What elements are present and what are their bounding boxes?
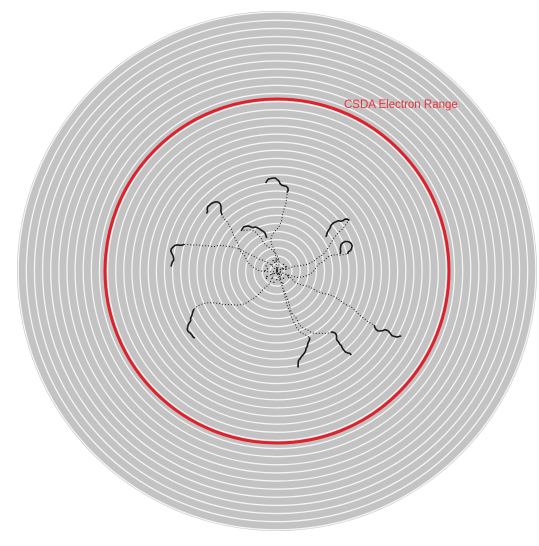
- shell-ring: [147, 141, 407, 401]
- electron-track-end: [265, 177, 290, 194]
- track-origin-dot: [277, 272, 279, 274]
- electron-track-end: [240, 225, 268, 239]
- track-origin-dot: [282, 282, 284, 284]
- track-origin-dot: [264, 269, 266, 272]
- electron-track: [276, 270, 332, 335]
- track-origin-dot: [282, 263, 285, 266]
- electron-track: [221, 214, 278, 273]
- shell-ring: [196, 190, 358, 352]
- track-origin-dot: [270, 274, 272, 276]
- electron-track: [276, 253, 348, 278]
- shell-ring: [245, 239, 309, 303]
- csda-range-circle: [103, 97, 451, 445]
- track-origin-dot: [277, 259, 279, 261]
- electron-track: [276, 270, 375, 326]
- track-origin-dot: [273, 281, 275, 283]
- electron-track: [276, 270, 310, 338]
- electron-track-end: [297, 337, 311, 368]
- track-origin-dot: [282, 268, 284, 270]
- shell-ring: [236, 230, 318, 312]
- electron-track-end: [339, 240, 354, 255]
- shell-ring: [17, 11, 537, 531]
- shell-ring: [98, 92, 456, 450]
- track-origin-dot: [279, 277, 281, 279]
- track-origin-dot: [276, 279, 278, 281]
- shell-ring: [115, 109, 439, 433]
- electron-track-end: [373, 324, 402, 338]
- track-origin-dot: [276, 269, 278, 272]
- shell-ring: [25, 19, 529, 523]
- track-origin-dot: [266, 268, 269, 270]
- shell-ring: [50, 44, 504, 498]
- shell-ring: [188, 182, 366, 360]
- track-origin-dot: [266, 275, 268, 278]
- shell-ring: [253, 247, 301, 295]
- track-origin-dot: [282, 277, 285, 279]
- track-origin-dot: [275, 272, 278, 274]
- shell-ring: [131, 125, 423, 417]
- csda-range-label: CSDA Electron Range: [344, 99, 458, 111]
- shell-ring: [269, 263, 285, 279]
- shell-ring: [82, 76, 472, 466]
- electron-track-end: [205, 200, 223, 216]
- track-origin-dot: [285, 266, 287, 268]
- shell-ring: [171, 165, 383, 377]
- track-origin-dot: [274, 261, 276, 263]
- track-origin-dot: [265, 277, 268, 280]
- shell-ring: [155, 149, 399, 393]
- electron-track-end: [169, 243, 185, 267]
- shell-ring: [220, 214, 334, 328]
- track-origin-dot: [285, 268, 287, 270]
- track-origin-dot: [272, 273, 274, 275]
- track-origin-dot: [276, 267, 278, 270]
- electron-tracks: [169, 177, 402, 368]
- shell-ring: [204, 198, 350, 344]
- track-origin-dot: [272, 259, 274, 262]
- track-origin-dot: [271, 264, 273, 266]
- track-origin-dot: [279, 268, 282, 271]
- electron-track-end: [325, 218, 350, 238]
- shell-ring: [66, 60, 488, 482]
- shell-ring: [74, 68, 480, 474]
- shell-ring: [58, 52, 496, 490]
- shell-ring: [33, 27, 521, 515]
- track-origin-dot: [279, 275, 281, 278]
- shell-ring: [90, 84, 464, 458]
- shell-ring: [180, 174, 374, 368]
- electron-track-end: [330, 331, 352, 356]
- shell-ring: [41, 35, 513, 507]
- track-origin-dot: [278, 273, 280, 276]
- track-origin-dot: [288, 277, 290, 279]
- shell-ring: [106, 100, 448, 442]
- track-origin-dot: [265, 265, 267, 267]
- shell-ring: [139, 133, 415, 409]
- shell-ring: [228, 222, 326, 320]
- electron-track: [270, 192, 288, 272]
- track-origin-dot: [280, 274, 283, 276]
- track-origin-dot: [271, 277, 274, 279]
- shell-ring: [212, 206, 342, 336]
- track-origin-dot: [286, 275, 289, 277]
- electron-track: [276, 220, 350, 272]
- shell-ring: [163, 157, 391, 385]
- track-origin-dot: [275, 259, 277, 261]
- electron-track-end: [186, 308, 196, 339]
- shell-ring: [123, 117, 431, 425]
